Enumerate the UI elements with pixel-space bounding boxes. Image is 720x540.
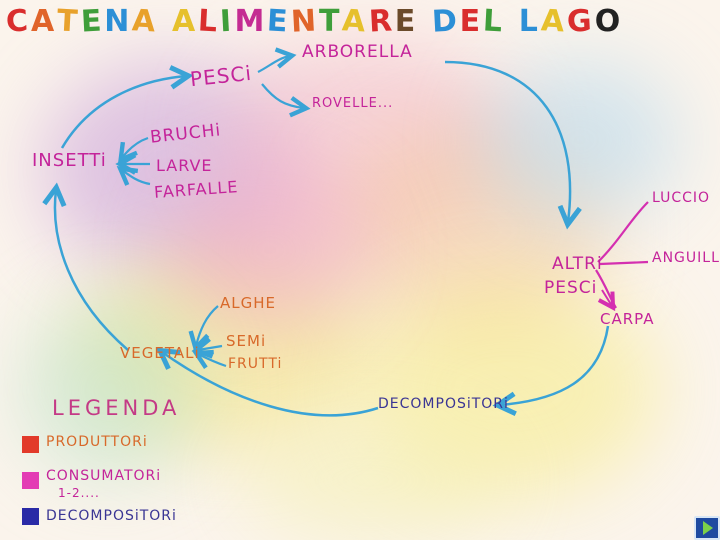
arrow-pesci-to-arborella — [257, 56, 290, 73]
branch-altri-pesci-to-carpa — [595, 269, 617, 309]
legend-label-producers: PRODUTTORi — [46, 434, 148, 450]
node-alghe: ALGHE — [220, 294, 276, 312]
node-insetti: INSETTi — [32, 150, 107, 171]
title-letter: L — [518, 4, 541, 39]
legend-swatch-producers — [22, 436, 39, 453]
arrow-altri-pesci-detail — [602, 289, 612, 306]
arrow-farfalle-to-insetti — [122, 170, 151, 184]
title-letter: M — [234, 4, 268, 39]
branch-altri-pesci-to-anguilla — [599, 260, 649, 266]
legend-swatch-consumers — [22, 472, 39, 489]
node-larve: LARVE — [156, 156, 213, 175]
node-altri-pesci-line1: ALTRi — [552, 254, 603, 274]
arrow-bruchi-to-insetti — [122, 136, 149, 158]
legend-label-consumers: CONSUMATORi — [46, 468, 162, 484]
node-luccio: LUCCIO — [652, 190, 711, 206]
node-decompositori: DECOMPOSiTORi — [378, 396, 509, 412]
title-letter: N — [104, 4, 133, 39]
title-letter: E — [459, 4, 484, 39]
title-letter: A — [172, 4, 199, 39]
next-slide-arrow-icon — [703, 521, 713, 535]
legend-label-decomposers: DECOMPOSiTORi — [46, 508, 177, 524]
arrow-alghe-to-vegetali — [196, 305, 219, 346]
node-arborella: ARBORELLA — [302, 42, 413, 62]
node-vegetali: VEGETALi — [120, 344, 200, 362]
title-letter: E — [394, 4, 419, 39]
title-letter: O — [594, 4, 624, 39]
arrow-altri-pesci-to-decompositori — [500, 325, 610, 405]
node-altri-pesci-line2: PESCi — [544, 278, 598, 298]
legend-swatch-decomposers — [22, 508, 39, 525]
next-slide-button[interactable] — [694, 516, 720, 540]
branch-altri-pesci-to-luccio — [597, 201, 649, 263]
diagram-title: CATENA ALIMENTARE DEL LAGO — [5, 3, 624, 39]
node-rovelle: ROVELLE... — [312, 96, 394, 111]
arrow-vegetali-to-insetti — [55, 190, 129, 351]
title-letter: A — [31, 4, 58, 39]
arrow-insetti-to-pesci — [60, 76, 186, 149]
title-letter: T — [318, 4, 343, 39]
arrow-semi-to-vegetali — [198, 346, 223, 350]
node-frutti: FRUTTi — [228, 356, 283, 372]
node-carpa: CARPA — [600, 310, 655, 328]
arrow-pesci-to-rovelle — [261, 83, 304, 108]
arrow-decompositori-to-vegetali — [162, 352, 379, 417]
legend-title: LEGENDA — [52, 396, 181, 420]
arrow-frutti-to-vegetali — [198, 354, 227, 366]
node-semi: SEMi — [226, 332, 267, 350]
arrow-arborella-to-altri-pesci — [444, 60, 570, 222]
legend-label-consumers-levels: 1-2.... — [58, 486, 100, 500]
